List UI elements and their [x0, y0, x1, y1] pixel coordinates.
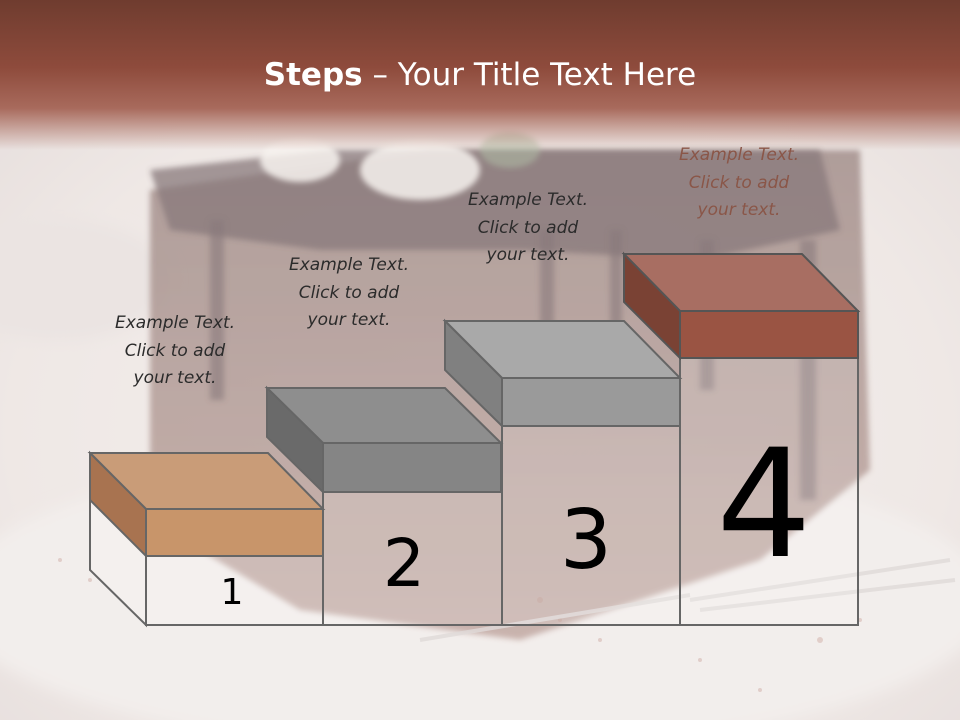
- step-4-note-line-2: Click to add: [688, 172, 790, 193]
- step-4-note[interactable]: Example Text. Click to add your text.: [654, 142, 824, 225]
- step-1-note-line-3: your text.: [133, 368, 217, 388]
- step-1-note-line-1: Example Text.: [114, 313, 236, 333]
- step-3-note-line-2: Click to add: [477, 217, 579, 238]
- step-3-note-line-1: Example Text.: [467, 190, 589, 210]
- step-1-note[interactable]: Example Text. Click to add your text.: [90, 310, 260, 393]
- step-3-block[interactable]: [442, 318, 683, 429]
- slide-title[interactable]: Steps – Your Title Text Here: [0, 52, 960, 98]
- step-2-note-line-3: your text.: [307, 310, 391, 330]
- step-4-note-line-1: Example Text.: [678, 145, 800, 165]
- step-4-number: 4: [716, 418, 811, 592]
- title-band: [0, 0, 960, 150]
- step-3-note-line-3: your text.: [486, 245, 570, 265]
- step-2-block[interactable]: [264, 385, 504, 495]
- title-rest: – Your Title Text Here: [362, 57, 697, 93]
- step-1-number: 1: [221, 572, 244, 613]
- step-3-note[interactable]: Example Text. Click to add your text.: [443, 187, 613, 270]
- step-2-note-line-1: Example Text.: [288, 255, 410, 275]
- step-1-block[interactable]: [87, 450, 326, 559]
- staircase-frame: [89, 354, 859, 628]
- step-2-note-line-2: Click to add: [298, 282, 400, 303]
- step-3-number: 3: [560, 493, 612, 588]
- step-1-note-line-2: Click to add: [124, 340, 226, 361]
- step-4-block[interactable]: [621, 251, 861, 361]
- step-2-number: 2: [383, 525, 425, 602]
- step-4-note-line-3: your text.: [697, 200, 781, 220]
- title-bold: Steps: [263, 57, 363, 93]
- step-2-note[interactable]: Example Text. Click to add your text.: [264, 252, 434, 335]
